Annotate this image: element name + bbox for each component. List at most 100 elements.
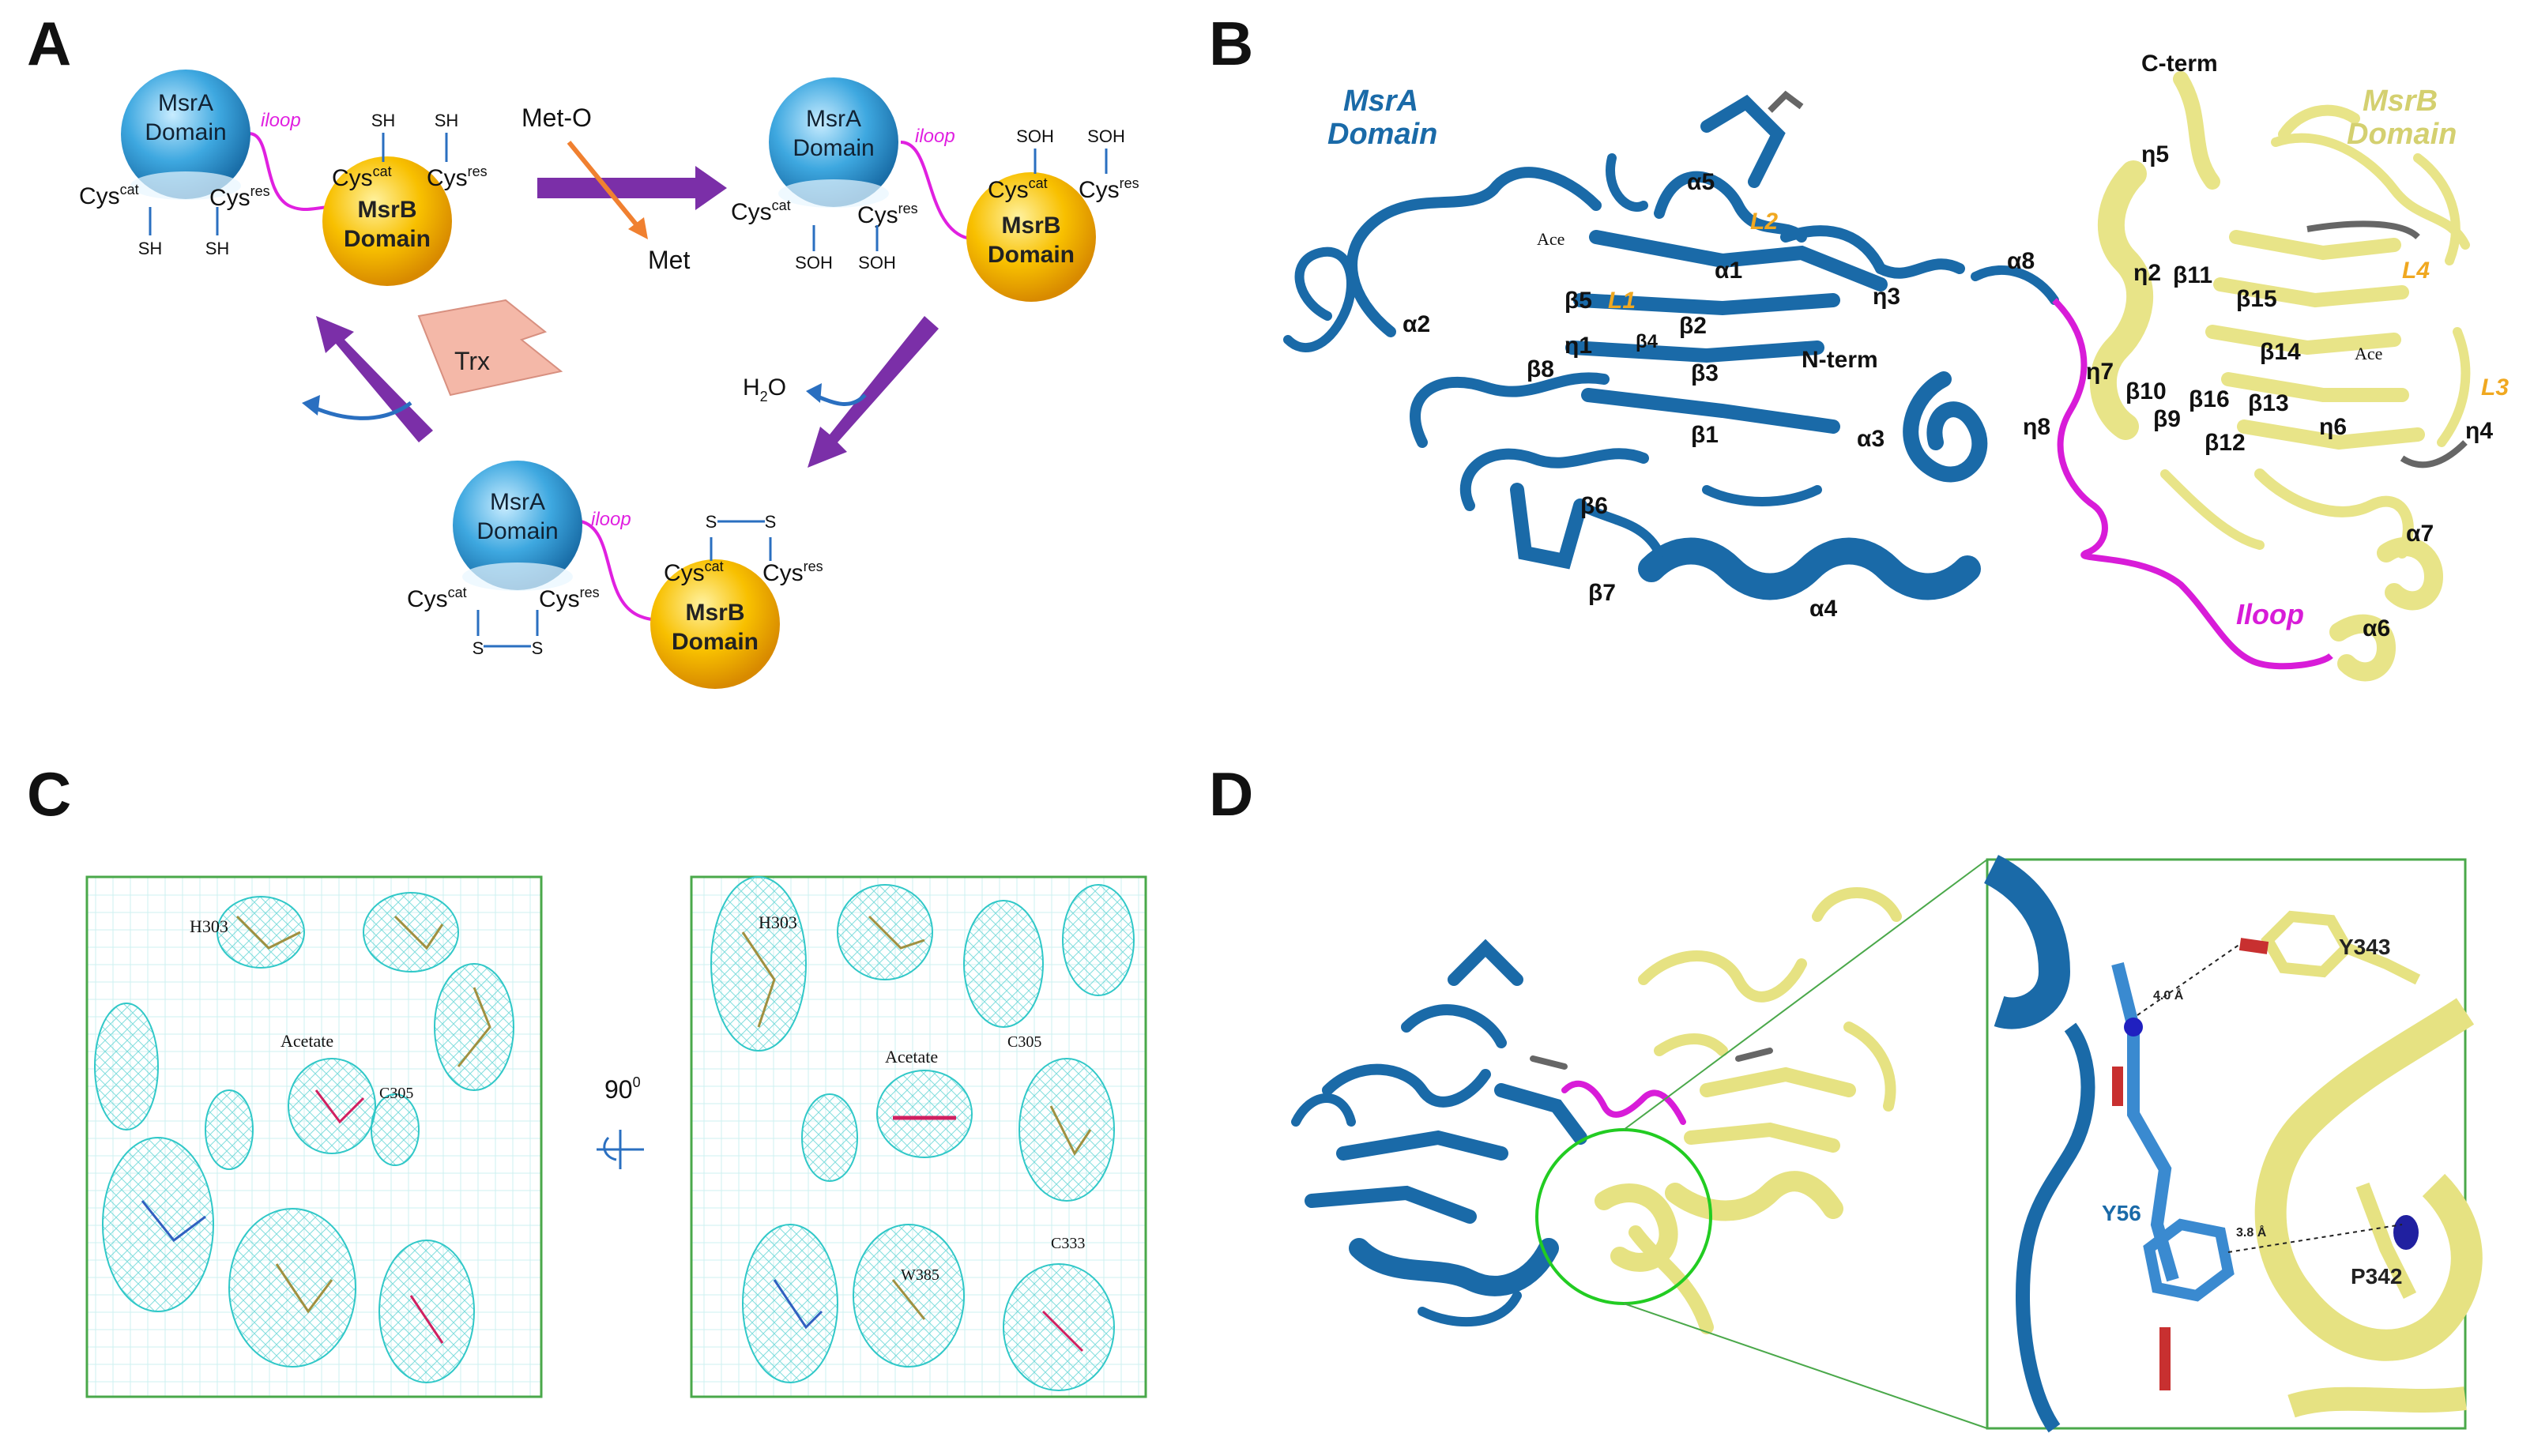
msrb-domain-sphere <box>322 156 452 286</box>
svg-text:η8: η8 <box>2023 414 2050 440</box>
svg-text:Domain: Domain <box>988 242 1075 268</box>
svg-text:N-term: N-term <box>1802 347 1878 373</box>
svg-text:α5: α5 <box>1687 169 1715 195</box>
svg-text:Cyscat: Cyscat <box>988 175 1048 203</box>
msrb-cartoon <box>2089 71 2471 682</box>
svg-text:α6: α6 <box>2363 615 2390 641</box>
svg-text:L3: L3 <box>2481 374 2509 401</box>
svg-text:SH: SH <box>138 239 163 258</box>
svg-text:iloop: iloop <box>915 126 955 147</box>
zoom-panel: Y343 4.0 Å Y56 3.8 Å P342 <box>1983 855 2483 1433</box>
label-acetate-left: Acetate <box>281 1031 333 1051</box>
top-node: MsrA Domain iloop MsrB Domain Cyscat Cys… <box>79 70 488 286</box>
svg-text:S: S <box>532 638 544 658</box>
svg-text:Cysres: Cysres <box>1079 175 1139 203</box>
svg-text:β2: β2 <box>1679 313 1707 339</box>
svg-text:Ace: Ace <box>1537 229 1564 249</box>
svg-text:Domain: Domain <box>672 629 759 655</box>
svg-text:Cysres: Cysres <box>539 585 600 612</box>
svg-text:Ace: Ace <box>2355 344 2382 363</box>
label-c305-right: C305 <box>1007 1033 1041 1051</box>
svg-text:β10: β10 <box>2125 378 2167 404</box>
svg-text:Cyscat: Cyscat <box>407 585 467 612</box>
label-w385: W385 <box>901 1266 939 1284</box>
svg-text:α7: α7 <box>2406 521 2434 547</box>
svg-text:β11: β11 <box>2173 262 2212 288</box>
svg-text:β8: β8 <box>1527 356 1554 382</box>
zoom-circle <box>1535 1128 1712 1305</box>
svg-text:C-term: C-term <box>2141 51 2218 77</box>
svg-text:L1: L1 <box>1608 288 1636 314</box>
svg-text:SOH: SOH <box>795 253 833 273</box>
svg-text:L4: L4 <box>2402 258 2430 284</box>
panel-a-scheme: MsrA Domain iloop MsrB Domain Cyscat Cys… <box>79 70 1139 689</box>
svg-text:β6: β6 <box>1580 493 1608 519</box>
svg-text:β1: β1 <box>1691 422 1719 448</box>
label-h303-right: H303 <box>759 912 797 932</box>
svg-text:β15: β15 <box>2236 286 2277 312</box>
svg-text:η5: η5 <box>2141 141 2169 167</box>
msra-label: MsrA <box>158 90 213 116</box>
svg-text:α3: α3 <box>1857 426 1884 452</box>
svg-text:Domain: Domain <box>793 135 874 161</box>
svg-text:β14: β14 <box>2260 339 2301 365</box>
svg-text:S: S <box>473 638 484 658</box>
svg-text:MsrB: MsrB <box>685 600 744 626</box>
svg-text:η1: η1 <box>1564 333 1592 359</box>
svg-text:α1: α1 <box>1715 258 1742 284</box>
panel-b-structure: MsrA Domain MsrB Domain Iloop α5 L2 Ace … <box>1283 51 2509 682</box>
svg-text:β13: β13 <box>2248 390 2289 416</box>
svg-text:MsrB: MsrB <box>1001 213 1060 239</box>
svg-text:β4: β4 <box>1636 331 1659 352</box>
svg-text:β3: β3 <box>1691 360 1719 386</box>
left-arrow: Trx <box>302 299 563 442</box>
label-y56: Y56 <box>2102 1201 2141 1225</box>
svg-text:η7: η7 <box>2086 359 2114 385</box>
svg-text:η6: η6 <box>2319 414 2347 440</box>
svg-text:SOH: SOH <box>1016 126 1054 146</box>
iloop-label: Iloop <box>2236 598 2304 630</box>
svg-text:900: 900 <box>604 1074 641 1104</box>
meto-label: Met-O <box>521 103 592 132</box>
top-arrow: Met-O Met <box>521 103 727 274</box>
rotation-indicator: 900 <box>597 1074 644 1169</box>
label-acetate-right: Acetate <box>885 1047 938 1067</box>
panel-d-letter: D <box>1209 759 1254 829</box>
svg-text:SOH: SOH <box>1087 126 1125 146</box>
h2o-label: H2O <box>743 374 786 404</box>
label-p342: P342 <box>2351 1264 2402 1289</box>
svg-text:Cysres: Cysres <box>857 201 918 228</box>
msrb-title-2: Domain <box>2347 118 2457 151</box>
svg-text:Cyscat: Cyscat <box>332 164 392 191</box>
svg-text:Cysres: Cysres <box>427 164 488 191</box>
panel-d-structure: Y343 4.0 Å Y56 3.8 Å P342 <box>1291 855 2483 1433</box>
svg-text:η2: η2 <box>2133 260 2161 286</box>
svg-text:β5: β5 <box>1564 288 1592 314</box>
panel-b-letter: B <box>1209 9 1254 78</box>
iloop-line <box>2052 298 2333 670</box>
right-node: MsrA Domain iloop MsrB Domain Cyscat Cys… <box>731 77 1139 302</box>
msra-domain-sphere <box>121 70 250 199</box>
svg-text:SH: SH <box>371 111 396 130</box>
svg-text:S: S <box>706 512 717 532</box>
iloop-line <box>244 132 333 212</box>
msrb-title: MsrB <box>2363 85 2438 118</box>
svg-text:η3: η3 <box>1873 284 1900 310</box>
msra-labels: α5 L2 Ace α1 η3 α2 β5 L1 β2 η1 β4 N-term… <box>1403 169 1900 622</box>
panel-c-letter: C <box>27 759 72 829</box>
density-map-left: H303 Acetate C305 <box>85 875 543 1398</box>
svg-text:Cysres: Cysres <box>762 559 823 586</box>
msra-cartoon <box>1283 94 2059 600</box>
bottom-node: MsrA Domain iloop MsrB Domain Cyscat Cys… <box>407 461 823 689</box>
svg-text:η4: η4 <box>2465 418 2493 444</box>
svg-text:β12: β12 <box>2205 430 2246 456</box>
svg-text:Cysres: Cysres <box>209 183 270 211</box>
met-label: Met <box>648 246 690 274</box>
msra-label-2: Domain <box>145 119 226 145</box>
panel-c-density: H303 Acetate C305 900 <box>85 875 1147 1398</box>
trx-arrow <box>417 299 563 397</box>
svg-text:MsrA: MsrA <box>490 489 545 515</box>
svg-text:MsrA: MsrA <box>806 106 861 132</box>
overview-cartoon <box>1291 887 1902 1334</box>
